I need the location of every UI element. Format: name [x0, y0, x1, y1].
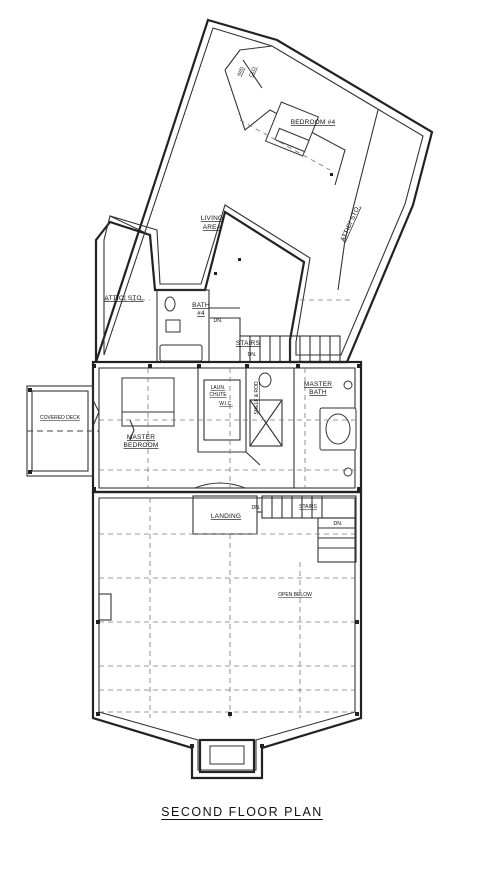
label-landing: LANDING — [211, 513, 241, 520]
note-dn-lower: DN. — [334, 521, 343, 527]
label-laundry-2: CHUTE — [209, 392, 227, 398]
label-master-bedroom-2: BEDROOM — [124, 442, 159, 449]
upper-stairs — [210, 317, 341, 363]
plan-title: SECOND FLOOR PLAN — [0, 805, 484, 819]
note-dn-bath: DN. — [214, 318, 223, 324]
label-master-bath-2: BATH — [309, 389, 327, 396]
label-living-area: LIVING — [201, 215, 224, 222]
label-laundry: LAUN. — [211, 385, 226, 391]
note-dn-upper: DN. — [248, 352, 257, 358]
label-stairs-lower: STAIRS — [299, 504, 317, 510]
lower-open-area — [91, 490, 363, 780]
label-stairs-upper: STAIRS — [236, 340, 261, 347]
label-bedroom4: BEDROOM #4 — [291, 119, 336, 126]
framing-lines — [27, 119, 355, 488]
lower-stairs — [257, 495, 357, 563]
label-open-below: OPEN BELOW — [278, 592, 312, 598]
label-attic-left: ATTIC/ STO. — [104, 295, 143, 302]
label-attic-right: ATTIC/ STO. — [339, 204, 361, 243]
label-master-bath: MASTER — [304, 381, 332, 388]
note-dn-landing: DN. — [252, 505, 261, 511]
upper-wing — [94, 18, 434, 364]
label-closet: CLO. — [248, 65, 258, 78]
label-wic: W.I.C. — [219, 401, 233, 407]
label-closet-wd: W/D — [236, 66, 246, 78]
label-living-area-2: AREA — [203, 224, 222, 231]
plan-title-text: SECOND FLOOR PLAN — [161, 805, 323, 819]
label-bath4-2: #4 — [197, 310, 205, 317]
label-covered-deck: COVERED DECK — [40, 415, 81, 421]
label-bath4: BATH — [192, 302, 210, 309]
label-shelf-rod: SHELF & ROD — [254, 381, 260, 415]
label-master-bedroom: MASTER — [127, 434, 155, 441]
stair-notes: DN. DN. DN. DN. — [214, 318, 343, 527]
